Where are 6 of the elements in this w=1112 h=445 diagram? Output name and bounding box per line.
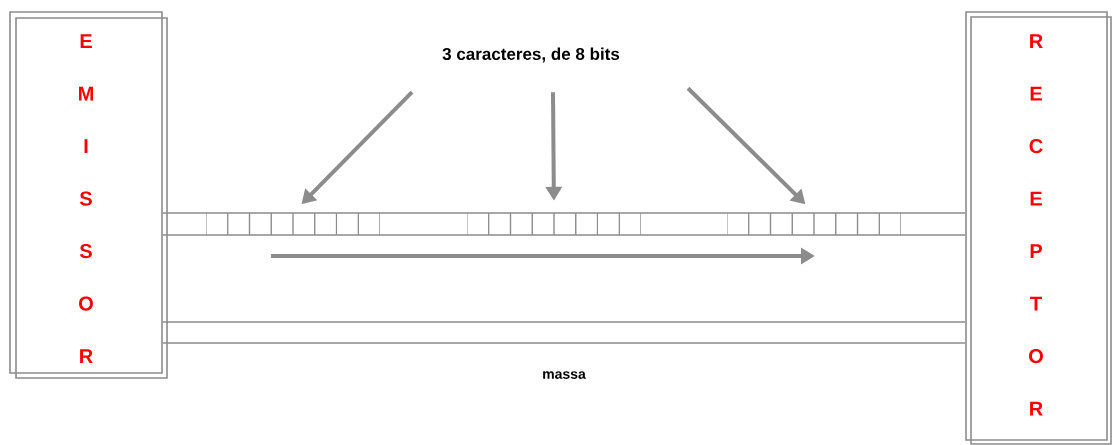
edge-label: massa: [540, 369, 588, 381]
wire: [162, 321, 966, 344]
heading-label: 3 caracteres, de 8 bits: [442, 47, 620, 63]
device-box: R E C E P T O R: [965, 11, 1112, 445]
wire: [162, 212, 966, 236]
device-box: E M I S S O R: [9, 11, 168, 379]
